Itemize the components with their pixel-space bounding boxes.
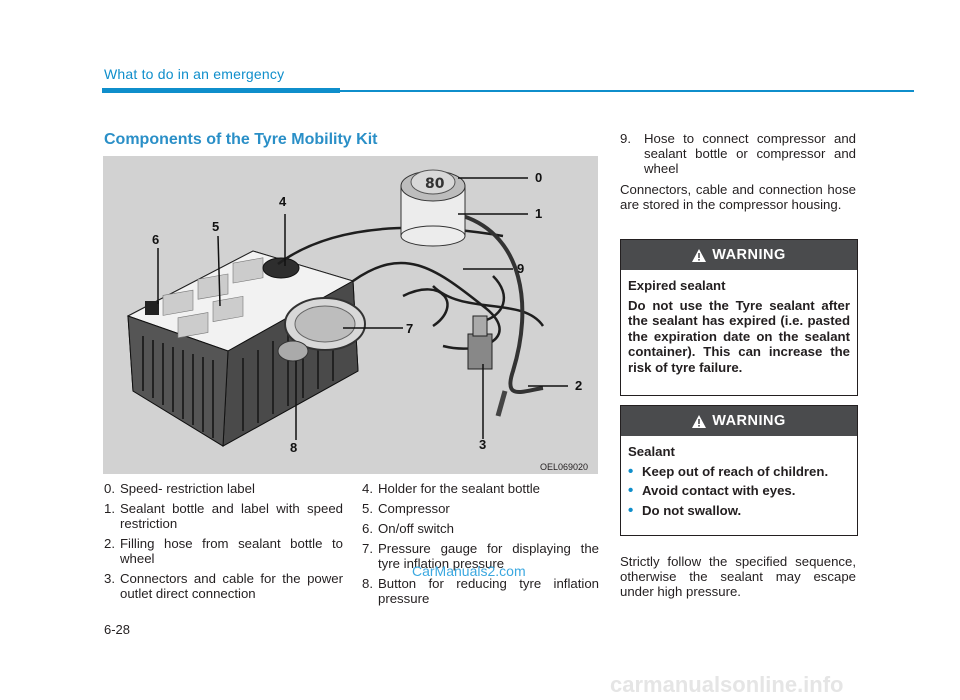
bullet-icon: • [628, 501, 634, 519]
bullet-text: Avoid contact with eyes. [642, 483, 796, 498]
page-title: Components of the Tyre Mobility Kit [104, 131, 378, 148]
tyre-mobility-kit-illustration: 80 0 1 2 3 4 5 6 7 8 9 [103, 156, 598, 474]
svg-text:80: 80 [425, 176, 445, 192]
sequence-note: Strictly follow the specified sequence, … [620, 554, 856, 599]
item-number: 6. [362, 521, 373, 536]
warning-title: Sealant [628, 444, 675, 459]
item-number: 3. [104, 571, 115, 586]
callout-4: 4 [279, 194, 287, 209]
list-item: 0. Speed- restriction label [104, 481, 343, 496]
warning-bullet: • Avoid contact with eyes. [628, 483, 850, 499]
item-number: 1. [104, 501, 115, 516]
section-header-title: What to do in an emergency [104, 66, 285, 82]
callout-5: 5 [212, 219, 219, 234]
header-accent-bar [102, 88, 340, 93]
list-item: 3. Connectors and cable for the power out… [104, 571, 343, 601]
list-item: 5. Compressor [362, 501, 599, 516]
warning-title: Expired sealant [628, 278, 726, 293]
item-number: 0. [104, 481, 115, 496]
item-text: Hose to connect compressor and sealant b… [644, 131, 856, 176]
right-column: 9. Hose to connect compressor and sealan… [620, 131, 856, 218]
callout-9: 9 [517, 261, 524, 276]
list-item: 9. Hose to connect compressor and sealan… [620, 131, 856, 176]
bullet-icon: • [628, 462, 634, 480]
warning-bullet: • Do not swallow. [628, 501, 850, 519]
list-item: 7. Pressure gauge for displaying the tyre… [362, 541, 599, 571]
sealant-bottle-illustration: 80 [400, 169, 466, 247]
item-text: Pressure gauge for displaying the tyre i… [378, 541, 599, 571]
item-text: Sealant bottle and label with speed rest… [120, 501, 343, 531]
callout-7: 7 [406, 321, 413, 336]
warning-header: WARNING [621, 240, 857, 270]
warning-bullet: • Keep out of reach of children. [628, 462, 850, 480]
callout-8: 8 [290, 440, 297, 455]
warning-box-sealant: WARNING Sealant • Keep out of reach of ch… [620, 405, 858, 536]
bottom-watermark: carmanualsonline.info [610, 672, 844, 697]
item-text: Filling hose from sealant bottle to whee… [120, 536, 343, 566]
item-text: Compressor [378, 501, 450, 516]
warning-text: Do not use the Tyre sealant after the se… [628, 297, 850, 375]
bullet-icon: • [628, 482, 634, 499]
callout-0: 0 [535, 170, 542, 185]
item-text: Connectors and cable for the power outle… [120, 571, 343, 601]
warning-triangle-icon [692, 414, 707, 428]
item-text: On/off switch [378, 521, 454, 536]
list-item: 2. Filling hose from sealant bottle to wh… [104, 536, 343, 566]
item-text: Button for reducing tyre inflation press… [378, 576, 599, 606]
figure-code: OEL069020 [540, 462, 589, 472]
item-number: 8. [362, 576, 373, 591]
components-list-middle: 4. Holder for the sealant bottle 5. Compres… [362, 481, 599, 611]
list-item: 8. Button for reducing tyre inflation pre… [362, 576, 599, 606]
warning-label: WARNING [712, 247, 786, 263]
callout-3: 3 [479, 437, 486, 452]
item-text: Speed- restriction label [120, 481, 255, 496]
list-item: 4. Holder for the sealant bottle [362, 481, 599, 496]
warning-header: WARNING [621, 406, 857, 436]
list-item: 1. Sealant bottle and label with speed re… [104, 501, 343, 531]
callout-6: 6 [152, 232, 159, 247]
callout-2: 2 [575, 378, 582, 393]
components-list-left: 0. Speed- restriction label 1. Sealant bott… [104, 481, 343, 606]
item-number: 2. [104, 536, 115, 551]
bullet-text: Keep out of reach of children. [642, 463, 829, 479]
item-number: 4. [362, 481, 373, 496]
callout-1: 1 [535, 206, 542, 221]
warning-triangle-icon [692, 248, 707, 262]
page-number: 6-28 [104, 622, 131, 637]
warning-box-expired-sealant: WARNING Expired sealant Do not use the T… [620, 239, 858, 396]
storage-note: Connectors, cable and connection hose ar… [620, 182, 856, 212]
item-number: 9. [620, 131, 631, 146]
compressor-illustration [126, 250, 366, 447]
item-text: Holder for the sealant bottle [378, 481, 541, 496]
warning-label: WARNING [712, 413, 786, 429]
header-rule [340, 90, 914, 92]
list-item: 6. On/off switch [362, 521, 599, 536]
bullet-text: Do not swallow. [642, 502, 742, 518]
item-number: 5. [362, 501, 373, 516]
item-number: 7. [362, 541, 373, 556]
watermark: CarManuals2.com [412, 563, 526, 579]
